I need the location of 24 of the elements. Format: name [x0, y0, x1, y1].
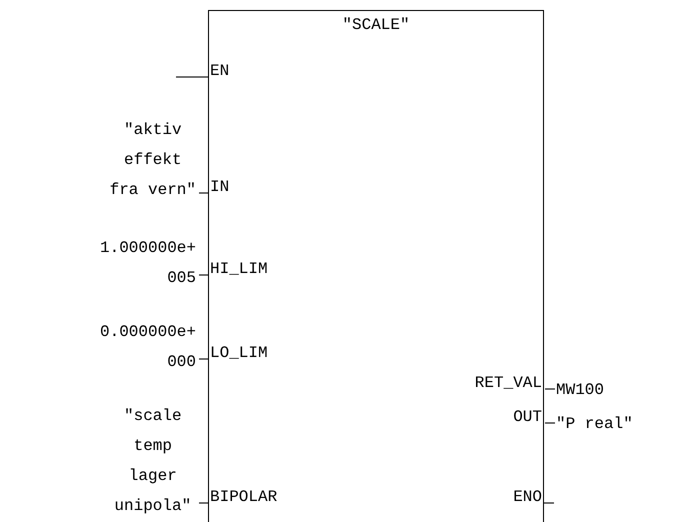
parameter-label: MW100	[556, 375, 633, 405]
parameter-label: "aktiv effekt fra vern"	[110, 115, 196, 205]
connection-line	[544, 422, 556, 424]
connection-line	[198, 358, 210, 360]
pin-label: LO_LIM	[210, 341, 268, 365]
connection-line	[198, 274, 210, 276]
pin-label: RET_VAL	[474, 371, 542, 395]
connection-line	[198, 192, 210, 194]
function-block	[208, 10, 544, 522]
connection-line	[542, 502, 554, 504]
pin-label: IN	[210, 175, 230, 199]
connection-line	[198, 502, 210, 504]
pin-label: OUT	[513, 405, 542, 429]
parameter-label: "scale temp lager unipola"	[110, 401, 196, 521]
parameter-label: 0.000000e+ 000	[100, 317, 196, 377]
pin-label: BIPOLAR	[210, 485, 278, 509]
connection-line	[176, 76, 210, 78]
pin-label: HI_LIM	[210, 257, 268, 281]
pin-label: ENO	[513, 485, 542, 509]
pin-label: EN	[210, 59, 230, 83]
block-title: "SCALE"	[341, 15, 411, 36]
connection-line	[544, 388, 556, 390]
parameter-label: "P real"	[556, 409, 633, 439]
parameter-label: 1.000000e+ 005	[100, 233, 196, 293]
